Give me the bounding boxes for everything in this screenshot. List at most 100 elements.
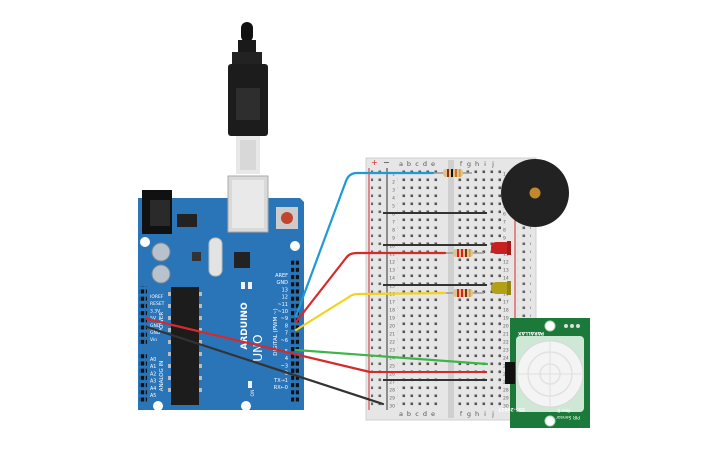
row-number: 9 <box>503 236 506 242</box>
power-header <box>139 286 147 344</box>
wire-blue[interactable] <box>294 171 435 318</box>
rail-plus-label: + <box>371 158 378 167</box>
uno-label: UNO <box>251 334 265 361</box>
svg-text:ANALOG IN: ANALOG IN <box>159 361 165 392</box>
led-red[interactable] <box>491 241 511 255</box>
row-number: 24 <box>389 356 395 362</box>
digital-pin-label: ~6 <box>281 338 288 344</box>
row-number: 14 <box>389 276 395 282</box>
wires <box>145 171 489 406</box>
mounting-hole <box>241 401 251 411</box>
column-letter: h <box>475 160 479 168</box>
power-pin-label: RESET <box>150 301 165 307</box>
digital-pin-label: 12 <box>282 295 288 301</box>
reset-button[interactable] <box>276 207 298 229</box>
mounting-hole <box>153 401 163 411</box>
row-number: 22 <box>503 340 509 346</box>
row-number: 16 <box>503 292 509 298</box>
row-number: 30 <box>389 404 395 410</box>
row-number: 21 <box>503 332 509 338</box>
on-label: ON <box>250 390 256 397</box>
wire-red-5v[interactable] <box>145 317 372 374</box>
row-number: 17 <box>389 300 395 306</box>
row-number: 8 <box>392 228 395 234</box>
wire-yellow[interactable] <box>294 291 447 332</box>
svg-text:UNO: UNO <box>251 334 265 361</box>
row-number: 14 <box>503 276 509 282</box>
left-power-rail <box>371 170 385 406</box>
digital-pin-label: ~3 <box>281 363 288 369</box>
row-number: 6 <box>503 212 506 218</box>
wire-red-signal[interactable] <box>294 251 447 324</box>
crystal <box>208 237 223 277</box>
voltage-regulator <box>177 214 197 227</box>
row-number: 12 <box>389 260 395 266</box>
row-number: 15 <box>389 284 395 290</box>
column-letter: d <box>423 160 427 168</box>
capacitor <box>151 264 171 284</box>
column-letter: h <box>475 410 479 418</box>
row-number: 27 <box>389 380 395 386</box>
resistor-3[interactable] <box>445 289 484 297</box>
column-letter: f <box>460 160 463 168</box>
power-pin-label: GND <box>150 330 161 336</box>
analog-pin-label: A3 <box>150 379 156 385</box>
row-number: 21 <box>389 332 395 338</box>
row-number: 1 <box>503 172 506 178</box>
resistor-1[interactable] <box>433 169 472 177</box>
row-number: 18 <box>503 308 509 314</box>
digital-pin-label: ~11 <box>277 302 288 308</box>
row-number: 13 <box>389 268 395 274</box>
row-number: 11 <box>503 252 509 258</box>
column-letter: b <box>407 410 411 418</box>
column-letter: j <box>491 160 494 168</box>
power-pin-label: 5V <box>150 316 157 322</box>
row-number: 25 <box>389 364 395 370</box>
wire-black-gnd[interactable] <box>145 325 385 406</box>
analog-pin-label: A4 <box>150 386 156 392</box>
row-number: 28 <box>503 388 509 394</box>
led-yellow[interactable] <box>491 281 511 295</box>
mounting-hole <box>140 237 150 247</box>
column-letter: e <box>431 410 435 418</box>
row-number: 19 <box>389 316 395 322</box>
row-number: 18 <box>389 308 395 314</box>
power-pin-label: 3.3V <box>150 308 161 314</box>
column-letter: j <box>491 410 494 418</box>
usb-cable[interactable] <box>228 22 268 174</box>
digital-pin-label: ~9 <box>281 316 288 322</box>
row-number: 12 <box>503 260 509 266</box>
digital-pin-label: 4 <box>285 356 288 362</box>
row-number: 13 <box>503 268 509 274</box>
on-led <box>248 381 252 388</box>
pir-sensor[interactable]: 555-28027 PIR Sensor Rev B PARALLAX <box>498 318 590 428</box>
digital-pin-label: 7 <box>285 331 288 337</box>
digital-pin-label: RX←0 <box>274 385 288 391</box>
analog-pin-label: A2 <box>150 371 156 377</box>
piezo-buzzer[interactable] <box>501 159 569 227</box>
row-number: 23 <box>503 348 509 354</box>
digital-pin-label: 13 <box>282 287 288 293</box>
mounting-hole <box>290 241 300 251</box>
wire-green[interactable] <box>294 348 489 366</box>
digital-section-label: DIGITAL (PWM ~) <box>273 308 279 355</box>
power-pin-label: IOREF <box>150 294 164 300</box>
column-letter: i <box>484 160 486 168</box>
row-number: 20 <box>389 324 395 330</box>
row-number: 1 <box>392 172 395 178</box>
capacitor <box>151 242 171 262</box>
pir-part-number: 555-28027 <box>498 406 525 412</box>
row-number: 7 <box>503 220 506 226</box>
column-letter: a <box>399 160 403 168</box>
arduino-uno-board: ARDUINO UNO DIGITAL (PWM ~) POWER ANALOG… <box>138 175 304 411</box>
left-terminal-strip <box>397 168 441 410</box>
row-number: 6 <box>392 212 395 218</box>
row-number: 8 <box>503 228 506 234</box>
row-number: 10 <box>389 244 395 250</box>
resistor-2[interactable] <box>445 249 484 257</box>
